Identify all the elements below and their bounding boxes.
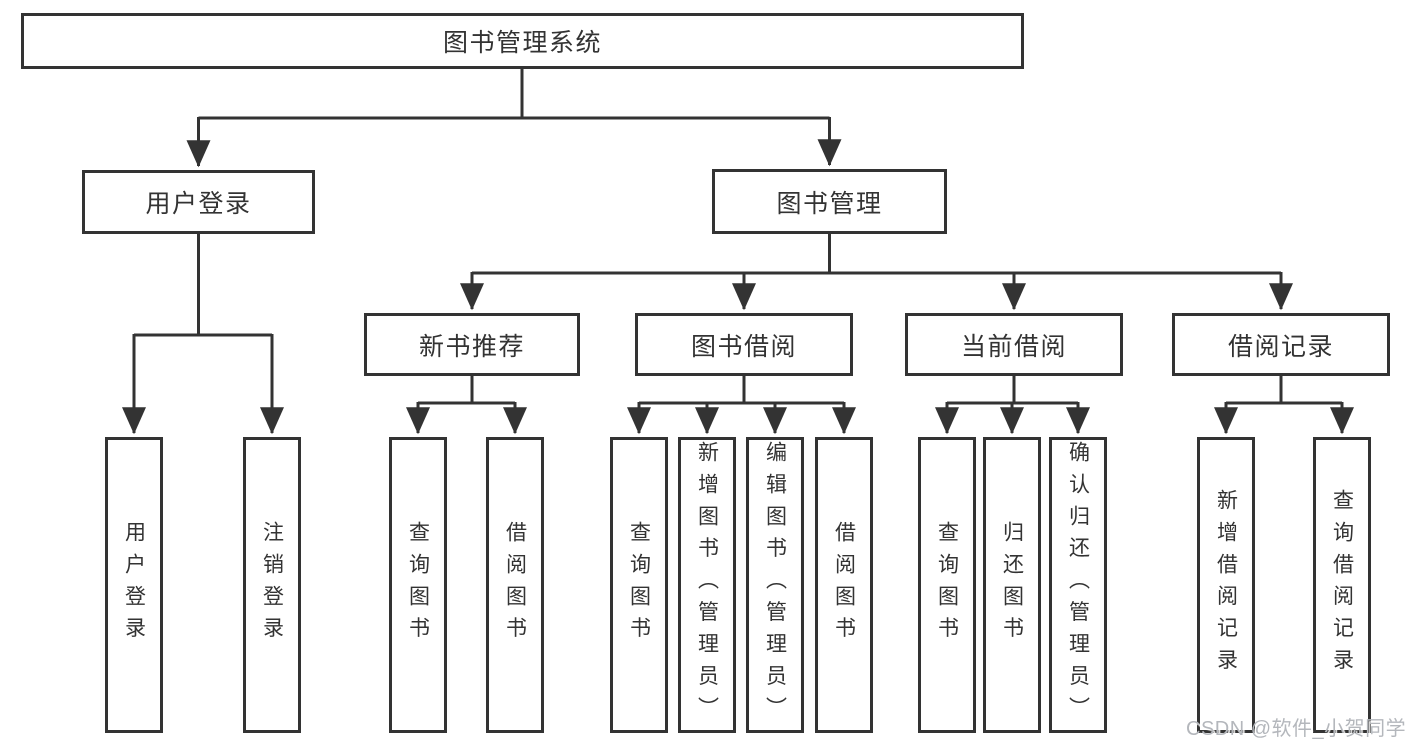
leaf-add-book-admin: 新增图书（管理员） [678,437,736,733]
node-new-book-recommend: 新书推荐 [364,313,580,376]
node-book-borrowing: 图书借阅 [635,313,853,376]
leaf-borrow-books-recommend: 借阅图书 [486,437,544,733]
node-label: 图书管理 [776,189,883,218]
leaf-borrow-books: 借阅图书 [815,437,873,733]
node-label: 新增借阅记录 [1214,489,1238,681]
node-label: 确认归还（管理员） [1066,441,1090,729]
node-label: 借阅图书 [832,521,856,649]
node-label: 注销登录 [260,521,284,649]
leaf-edit-book-admin: 编辑图书（管理员） [746,437,804,733]
leaf-user-login: 用户登录 [105,437,163,733]
node-label: 查询图书 [627,521,651,649]
node-book-management-module: 图书管理 [712,169,947,234]
node-label: 查询图书 [406,521,430,649]
node-label: 借阅记录 [1227,332,1334,361]
node-label: 新增图书（管理员） [695,441,719,729]
leaf-logout: 注销登录 [243,437,301,733]
node-label: 用户登录 [122,521,146,649]
node-label: 查询借阅记录 [1330,489,1354,681]
node-label: 图书借阅 [690,332,797,361]
leaf-return-books: 归还图书 [983,437,1041,733]
leaf-query-books-current: 查询图书 [918,437,976,733]
leaf-query-books-borrow: 查询图书 [610,437,668,733]
csdn-watermark: CSDN @软件_小贺同学 [1186,718,1405,740]
node-label: 用户登录 [145,190,252,218]
leaf-query-borrow-record: 查询借阅记录 [1313,437,1371,733]
leaf-query-books-recommend: 查询图书 [389,437,447,733]
node-current-borrowing: 当前借阅 [905,313,1123,376]
leaf-add-borrow-record: 新增借阅记录 [1197,437,1255,733]
node-label: 图书管理系统 [442,29,602,57]
node-label: 当前借阅 [960,332,1067,361]
node-label: 借阅图书 [503,521,527,649]
node-borrowing-records: 借阅记录 [1172,313,1390,376]
node-label: 新书推荐 [418,332,525,361]
node-label: 查询图书 [935,521,959,649]
node-library-system-root: 图书管理系统 [21,13,1024,69]
node-user-login-module: 用户登录 [82,170,315,234]
node-label: 归还图书 [1000,521,1024,649]
node-label: 编辑图书（管理员） [763,441,787,729]
leaf-confirm-return-admin: 确认归还（管理员） [1049,437,1107,733]
